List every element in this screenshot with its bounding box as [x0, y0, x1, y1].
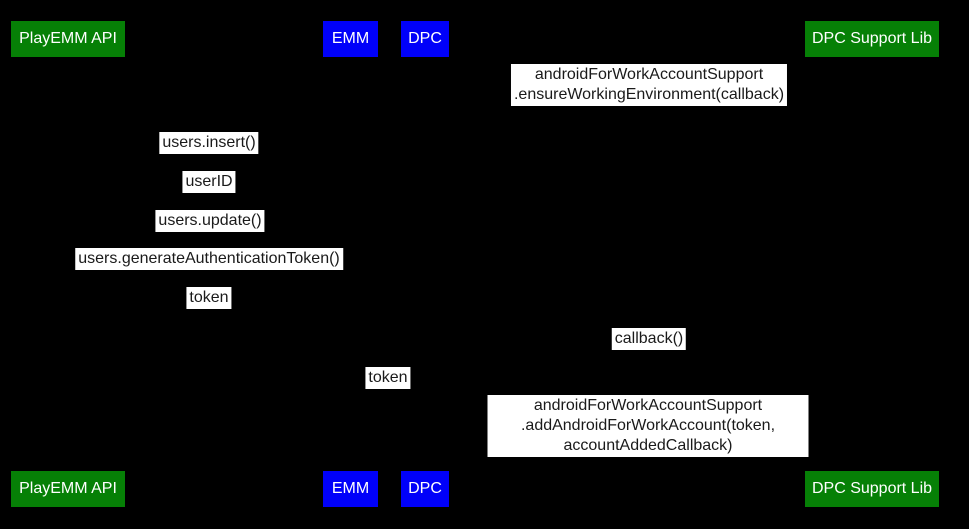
actor-dpc-support-lib-bottom: DPC Support Lib: [805, 471, 939, 507]
message-generate-authentication-token: users.generateAuthenticationToken(): [75, 248, 343, 270]
actor-dpc-support-lib-top: DPC Support Lib: [805, 21, 939, 57]
actor-playemm-api-bottom: PlayEMM API: [11, 471, 125, 507]
message-token-to-dpc: token: [365, 367, 411, 389]
message-ensure-working-environment: androidForWorkAccountSupport .ensureWork…: [510, 64, 788, 106]
message-users-insert: users.insert(): [159, 132, 259, 154]
actor-playemm-api-top: PlayEMM API: [11, 21, 125, 57]
actor-emm-bottom: EMM: [323, 471, 378, 507]
message-user-id: userID: [182, 171, 236, 193]
actor-dpc-bottom: DPC: [401, 471, 449, 507]
actor-emm-top: EMM: [323, 21, 378, 57]
message-add-android-for-work-account: androidForWorkAccountSupport .addAndroid…: [487, 395, 809, 457]
message-token-to-emm: token: [186, 287, 232, 309]
message-callback: callback(): [611, 328, 687, 350]
message-users-update: users.update(): [155, 210, 265, 232]
actor-dpc-top: DPC: [401, 21, 449, 57]
